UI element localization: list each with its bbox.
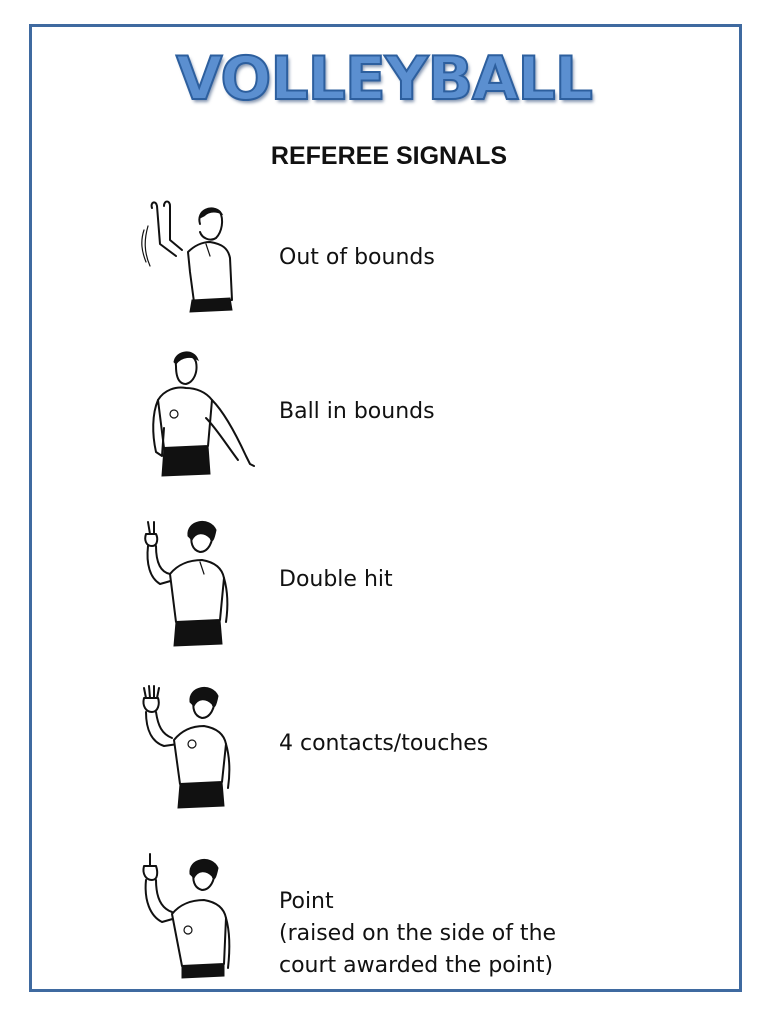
- double-hit-referee-icon: [144, 521, 229, 647]
- point-referee-icon: [142, 853, 231, 979]
- signal-label: Ball in bounds: [279, 399, 435, 424]
- page-subtitle: REFEREE SIGNALS: [270, 142, 508, 170]
- four-contacts-referee-icon: [142, 685, 231, 809]
- signal-label: Point (raised on the side of the court a…: [279, 889, 557, 978]
- page-title: VOLLEYBALL: [175, 43, 594, 115]
- signal-item-ball-in-bounds: Ball in bounds: [120, 348, 680, 488]
- signal-item-double-hit: Double hit: [120, 518, 680, 648]
- signal-label: Double hit: [279, 567, 393, 592]
- signal-item-point: Point (raised on the side of the court a…: [120, 852, 680, 980]
- signal-item-four-contacts: 4 contacts/touches: [120, 682, 680, 812]
- signal-label: Out of bounds: [279, 245, 435, 270]
- ball-in-bounds-referee-icon: [152, 351, 255, 477]
- page-border: [29, 24, 742, 992]
- signal-label: 4 contacts/touches: [279, 731, 489, 756]
- out-of-bounds-referee-icon: [141, 200, 233, 313]
- signal-item-out-of-bounds: Out of bounds: [120, 196, 680, 321]
